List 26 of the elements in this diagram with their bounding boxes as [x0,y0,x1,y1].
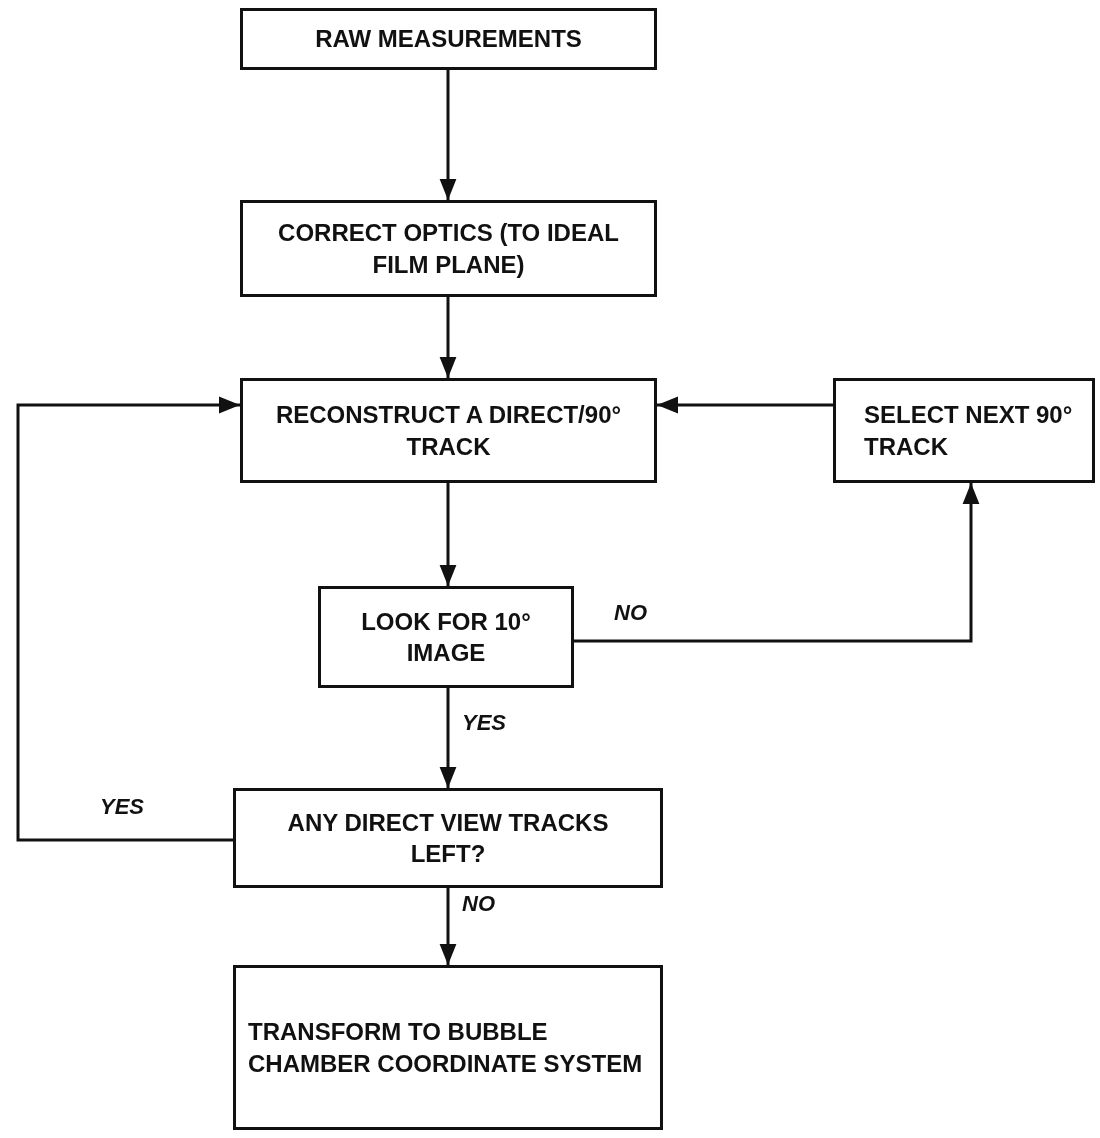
box-text: TRANSFORM TO BUBBLE CHAMBER COORDINATE SYSTEM [247,1017,644,1079]
process-box [233,788,663,888]
process-box [233,965,663,1130]
arrow [574,483,980,643]
arrow [439,483,457,586]
process-box [240,200,657,297]
box-text: ANY DIRECT VIEW TRACKS LEFT? [286,807,610,869]
box-text: RAW MEASUREMENTS [314,24,583,55]
arrow [439,688,457,788]
arrow [439,297,457,378]
box-text: SELECT NEXT 90° TRACK [863,400,1074,462]
arrow [657,396,833,414]
box-text: CORRECT OPTICS (TO IDEAL FILM PLANE) [277,218,620,280]
process-box [318,586,574,688]
edge-label: NO [462,893,495,915]
process-box [240,378,657,483]
arrow [16,396,240,842]
edge-label: NO [614,602,647,624]
arrow [439,888,457,965]
edge-label: YES [462,712,507,734]
process-box [240,8,657,70]
box-text: RECONSTRUCT A DIRECT/90° TRACK [274,400,623,462]
edge-label: YES [100,796,145,818]
arrow [439,70,457,200]
process-box [833,378,1095,483]
box-text: LOOK FOR 10° IMAGE [360,606,532,668]
